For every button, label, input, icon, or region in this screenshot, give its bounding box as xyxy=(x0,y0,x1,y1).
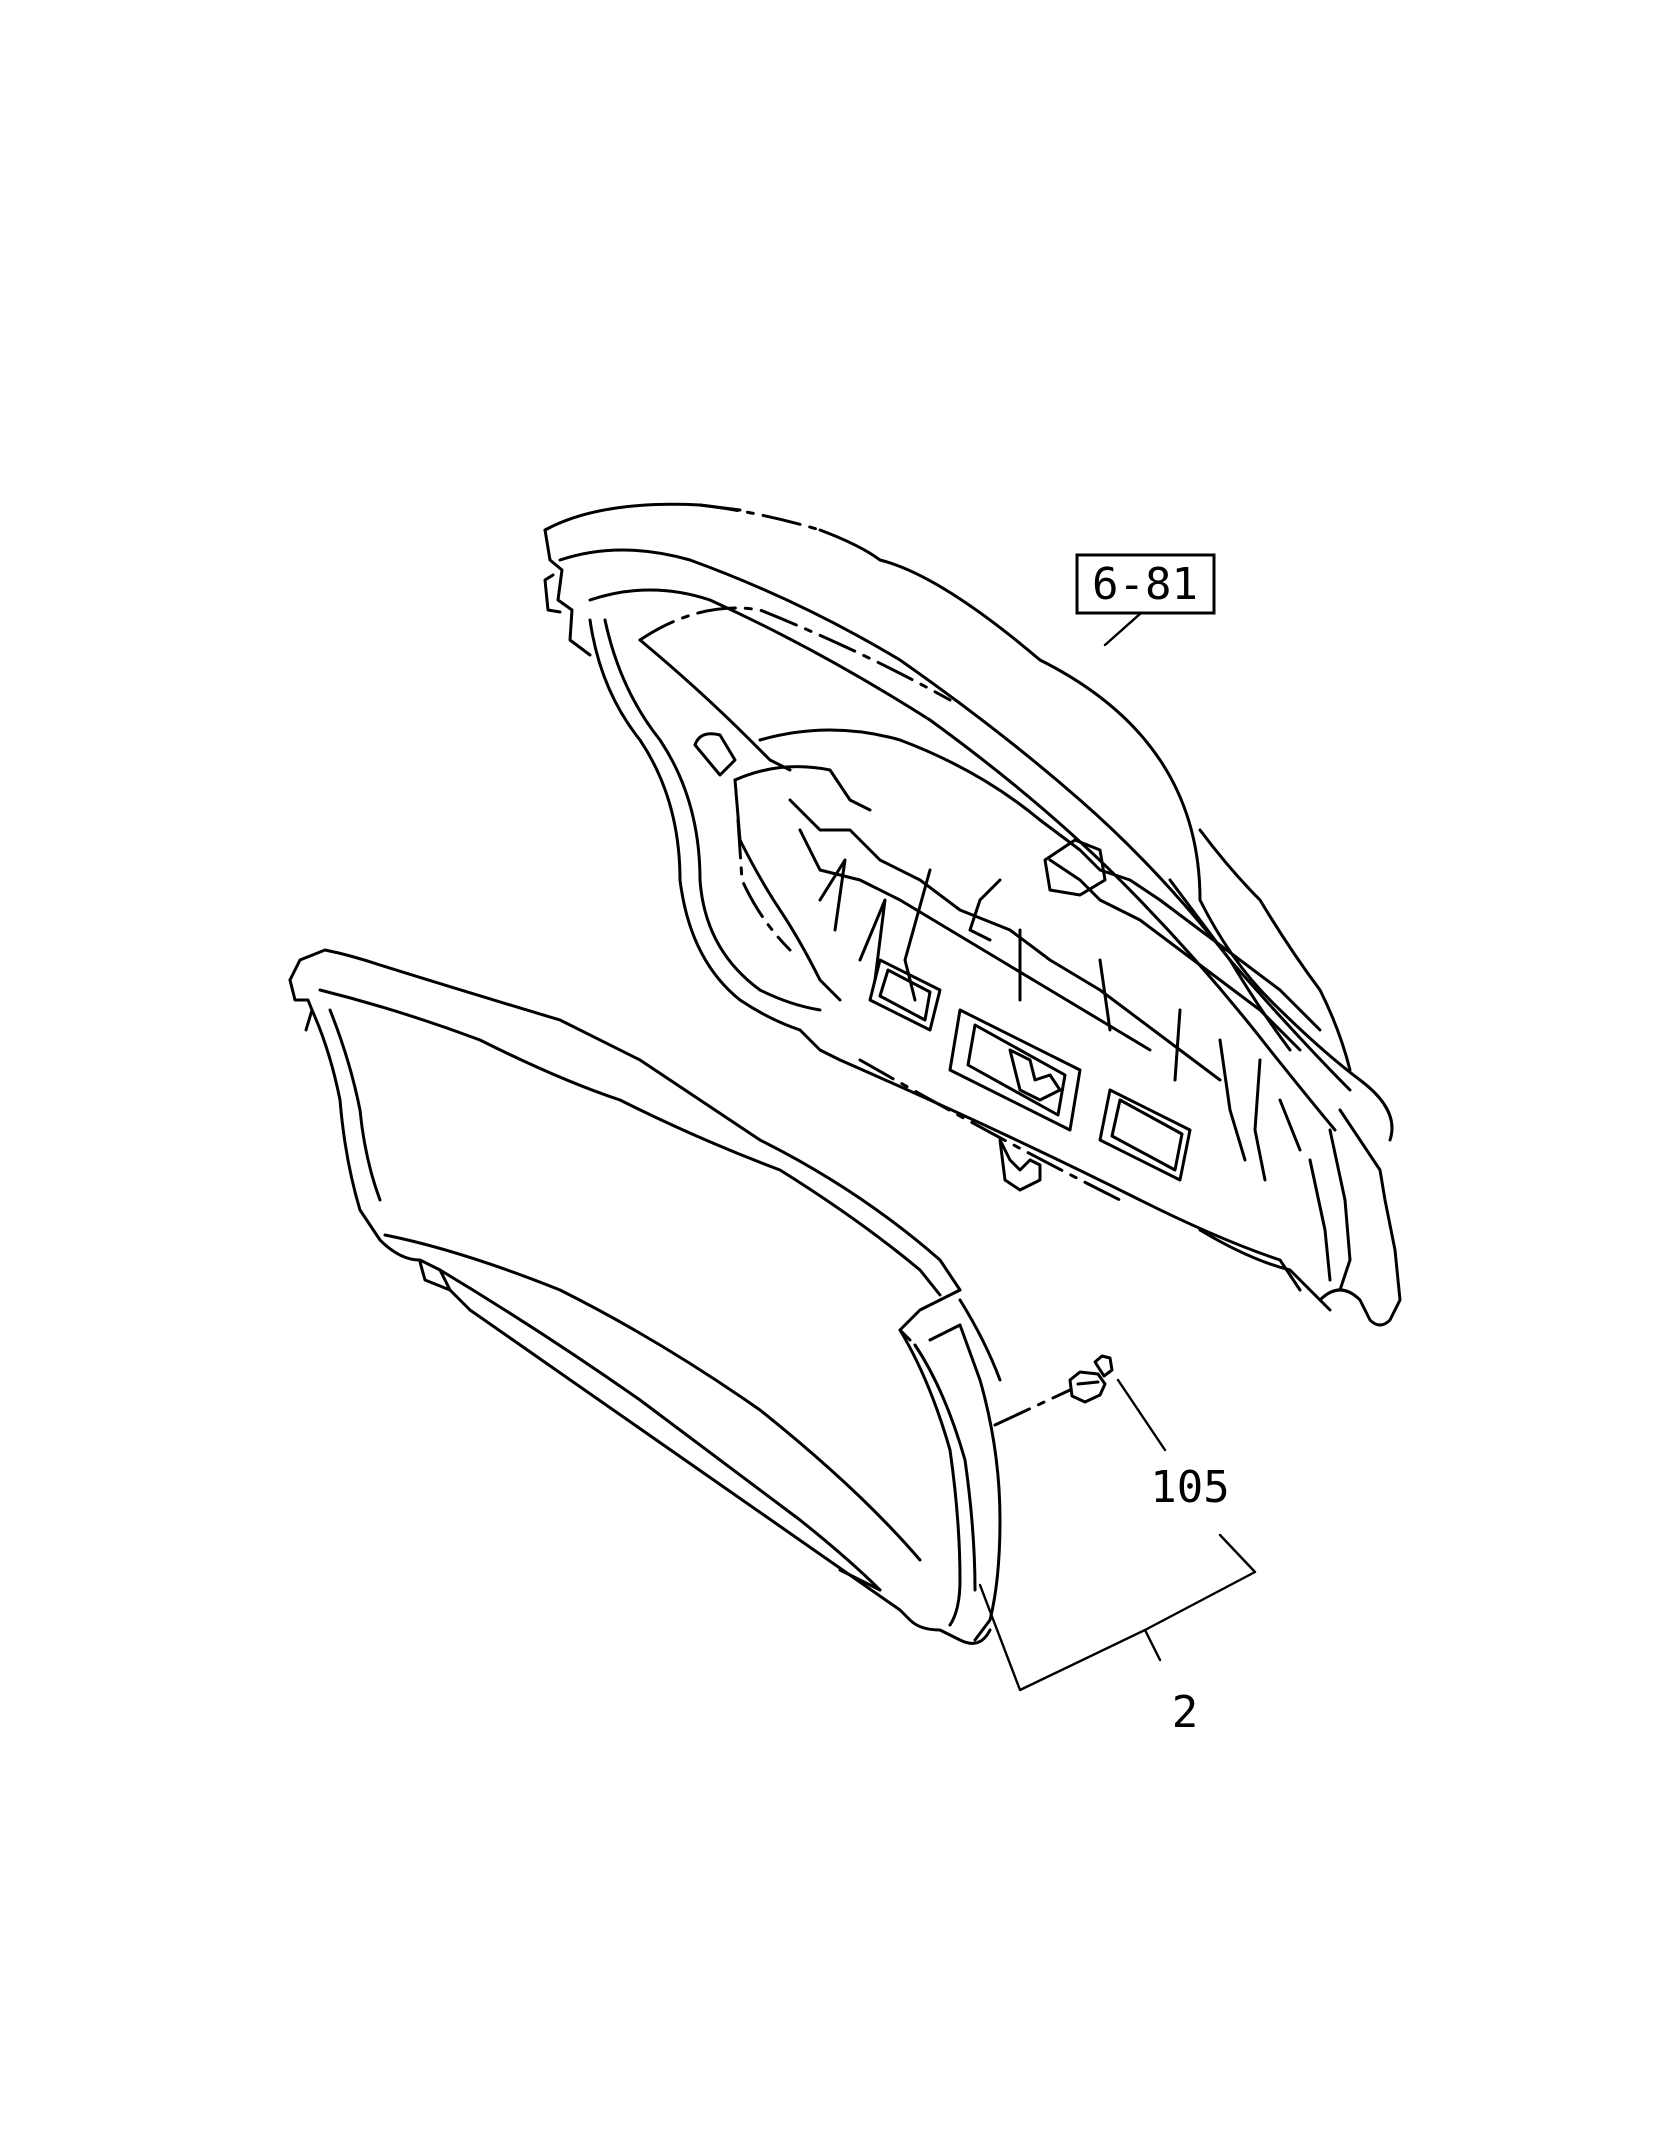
trunk-trim-panel xyxy=(288,948,1002,1645)
callout-105: 105 xyxy=(1150,1462,1229,1513)
reference-box: 6-81 xyxy=(1075,553,1216,615)
callout-2: 2 xyxy=(1172,1687,1199,1738)
bracket-2 xyxy=(978,1533,1257,1692)
trunk-lid xyxy=(543,502,1402,1327)
reference-label: 6-81 xyxy=(1092,559,1198,610)
clip-fastener xyxy=(1068,1354,1114,1404)
clip-install-line xyxy=(993,1388,1072,1427)
leader-105 xyxy=(1116,1378,1167,1452)
